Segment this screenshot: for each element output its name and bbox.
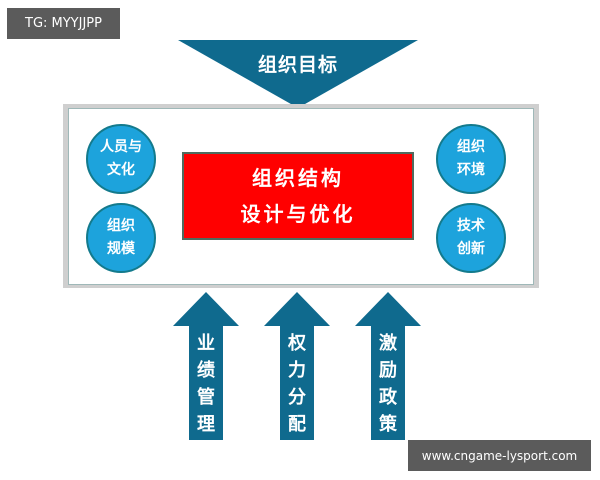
- label-char: 理: [197, 414, 215, 435]
- factor-line-1: 人员与: [100, 139, 142, 155]
- factor-circle-tech-innovation: 技术 创新: [436, 203, 506, 273]
- up-arrow-label: 激 励 政 策: [355, 330, 421, 438]
- factor-line-2: 文化: [107, 162, 135, 178]
- label-char: 绩: [197, 360, 215, 381]
- factor-circle-org-scale: 组织 规模: [86, 203, 156, 273]
- factor-line-1: 组织: [107, 218, 135, 234]
- label-char: 权: [288, 333, 306, 354]
- label-char: 力: [288, 360, 306, 381]
- factor-line-1: 技术: [457, 218, 485, 234]
- up-arrow-power-allocation: 权 力 分 配: [264, 292, 330, 440]
- label-char: 分: [288, 387, 306, 408]
- factor-circle-people-culture: 人员与 文化: [86, 124, 156, 194]
- up-arrow-icon: [173, 292, 239, 440]
- factor-line-2: 规模: [107, 241, 135, 257]
- up-arrow-performance: 业 绩 管 理: [173, 292, 239, 440]
- core-line-2: 设计与优化: [240, 202, 356, 226]
- label-char: 激: [379, 333, 397, 354]
- factor-circle-org-environment: 组织 环境: [436, 124, 506, 194]
- factor-line-2: 环境: [457, 162, 485, 178]
- core-line-1: 组织结构: [252, 166, 344, 190]
- factor-line-2: 创新: [457, 241, 485, 257]
- label-char: 策: [379, 414, 397, 435]
- up-arrow-icon: [355, 292, 421, 440]
- factor-line-1: 组织: [457, 139, 485, 155]
- watermark-telegram: TG: MYYJJPP: [7, 8, 120, 39]
- goal-label: 组织目标: [257, 54, 338, 76]
- watermark-website: www.cngame-lysport.com: [408, 440, 591, 471]
- up-arrow-label: 业 绩 管 理: [173, 330, 239, 438]
- down-triangle-icon: [178, 40, 418, 108]
- label-char: 配: [288, 414, 306, 435]
- core-structure-box: 组织结构 设计与优化: [182, 152, 414, 240]
- label-char: 业: [197, 333, 215, 354]
- label-char: 政: [379, 387, 397, 408]
- up-arrow-incentive-policy: 激 励 政 策: [355, 292, 421, 440]
- watermark-telegram-text: TG: MYYJJPP: [25, 16, 102, 31]
- up-arrow-icon: [264, 292, 330, 440]
- label-char: 励: [379, 360, 397, 381]
- goal-arrow: 组织目标: [178, 40, 418, 108]
- up-arrow-label: 权 力 分 配: [264, 330, 330, 438]
- label-char: 管: [197, 387, 215, 408]
- watermark-website-text: www.cngame-lysport.com: [421, 448, 578, 463]
